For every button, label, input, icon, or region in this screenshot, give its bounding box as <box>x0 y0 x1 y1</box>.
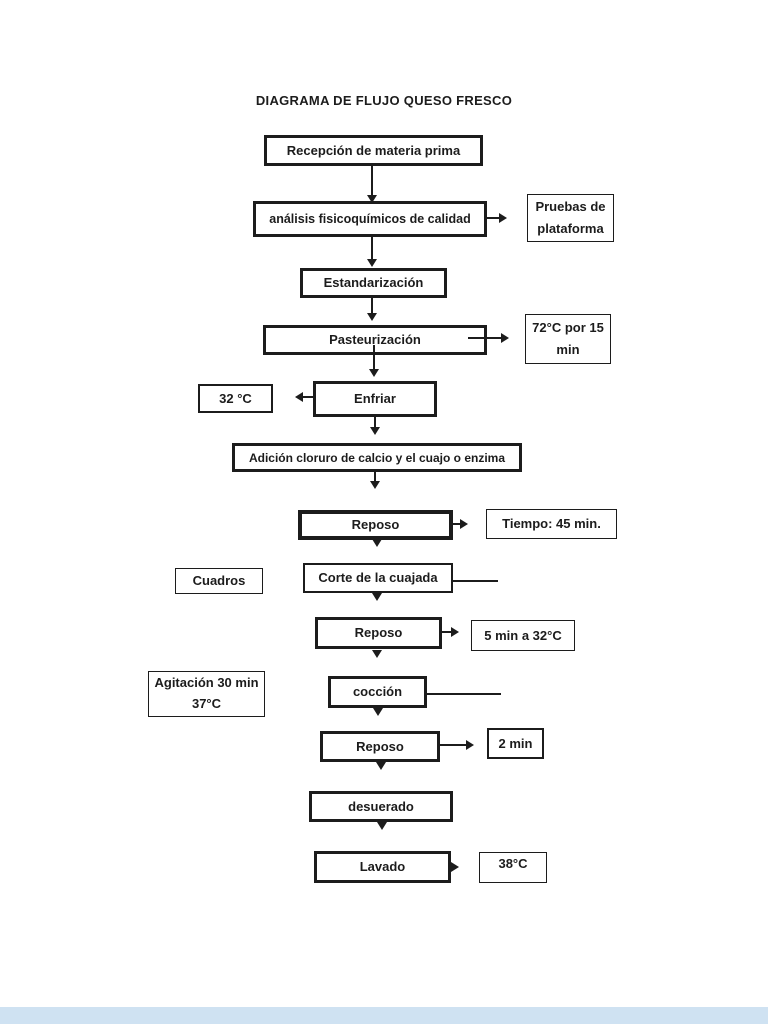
arrowhead-down-4 <box>369 369 379 377</box>
arrowhead-right-3 <box>460 519 468 529</box>
flow-step-estandarizacion: Estandarización <box>300 268 447 298</box>
flow-step-reposo-1: Reposo <box>298 510 453 540</box>
flow-step-reposo-3: Reposo <box>320 731 440 762</box>
arrow-estandarizacion-to-pasteurizacion <box>371 298 373 313</box>
arrowhead-down-5 <box>370 427 380 435</box>
line-coccion-right <box>427 693 501 695</box>
note-temp-72: 72°C por 15 min <box>525 314 611 364</box>
page-title: DIAGRAMA DE FLUJO QUESO FRESCO <box>255 93 513 108</box>
flow-step-analisis: análisis fisicoquímicos de calidad <box>253 201 487 237</box>
arrow-pasteurizacion-to-temp72 <box>468 337 501 339</box>
flow-step-adicion: Adición cloruro de calcio y el cuajo o e… <box>232 443 522 472</box>
note-agitacion: Agitación 30 min 37°C <box>148 671 265 717</box>
note-dos-min: 2 min <box>487 728 544 759</box>
flow-step-reposo-2: Reposo <box>315 617 442 649</box>
arrow-enfriar-to-temp32 <box>303 396 313 398</box>
arrowhead-down-6 <box>370 481 380 489</box>
note-temp-38: 38°C <box>479 852 547 883</box>
note-temp-32: 32 °C <box>198 384 273 413</box>
line-corte-right <box>453 580 498 582</box>
arrowhead-down-1 <box>367 195 377 203</box>
note-pruebas-plataforma: Pruebas de plataforma <box>527 194 614 242</box>
flow-step-coccion: cocción <box>328 676 427 708</box>
arrowhead-left-1 <box>295 392 303 402</box>
flow-step-corte: Corte de la cuajada <box>303 563 453 593</box>
arrowhead-right-4 <box>451 627 459 637</box>
page-gap-bar <box>0 1007 768 1024</box>
note-tiempo-45: Tiempo: 45 min. <box>486 509 617 539</box>
arrowhead-down-2 <box>367 259 377 267</box>
arrow-enfriar-to-adicion <box>374 417 376 427</box>
arrowhead-desuerado-to-lavado <box>377 822 387 830</box>
flow-step-lavado: Lavado <box>314 851 451 883</box>
flow-step-desuerado: desuerado <box>309 791 453 822</box>
arrowhead-right-2 <box>501 333 509 343</box>
arrowhead-right-5 <box>466 740 474 750</box>
arrowhead-corte-to-reposo2 <box>372 593 382 601</box>
arrowhead-down-3 <box>367 313 377 321</box>
note-cuadros: Cuadros <box>175 568 263 594</box>
note-cinco-min: 5 min a 32°C <box>471 620 575 651</box>
flow-step-recepcion: Recepción de materia prima <box>264 135 483 166</box>
arrow-reposo3-to-dosmin <box>440 744 466 746</box>
arrowhead-reposo1-to-corte <box>372 539 382 547</box>
arrow-analisis-to-pruebas <box>487 217 499 219</box>
arrowhead-reposo2-to-coccion <box>372 650 382 658</box>
arrow-reposo2-to-cincomin <box>442 631 451 633</box>
arrow-analisis-to-estandarizacion <box>371 237 373 259</box>
arrowhead-coccion-to-reposo3 <box>373 708 383 716</box>
arrow-adicion-to-reposo-1 <box>374 472 376 481</box>
arrowhead-lavado-right <box>451 862 459 872</box>
arrowhead-right-1 <box>499 213 507 223</box>
arrow-reposo1-to-tiempo45 <box>453 523 460 525</box>
arrow-pasteurizacion-to-enfriar <box>373 345 375 369</box>
flow-step-pasteurizacion: Pasteurización <box>263 325 487 355</box>
arrowhead-reposo3-to-desuerado <box>376 762 386 770</box>
flow-step-enfriar: Enfriar <box>313 381 437 417</box>
arrow-recepcion-to-analisis <box>371 165 373 195</box>
